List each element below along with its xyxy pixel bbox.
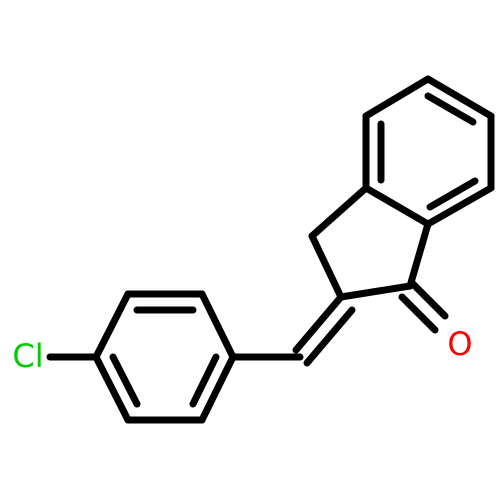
inner-bond-p4-p5 [109, 353, 141, 408]
bond-carbonyl-ring [406, 220, 432, 290]
inner-bond-p6-p1 [189, 353, 220, 408]
bond-cc-1 [292, 293, 345, 354]
chlorine-label: Cl [12, 337, 43, 375]
inner-bond-c3-c4 [426, 177, 479, 211]
bond-p1-p2 [198, 290, 237, 361]
bond-c4-c5 [362, 184, 432, 228]
chloro-substituent: Cl [12, 337, 100, 375]
bond-p6-p1 [198, 353, 237, 424]
bond-co-1 [408, 279, 449, 320]
inner-bond-c1-c2 [424, 92, 477, 126]
indanone-benzene-ring [362, 75, 495, 228]
bond-ring-ch2 [308, 184, 370, 240]
bond-co-2 [398, 293, 439, 334]
bond-p3-p4 [92, 290, 132, 361]
bond-c6-c1 [362, 75, 432, 120]
bond-c2-carbonyl [337, 282, 414, 301]
bond-ch2-c2 [308, 232, 345, 301]
exocyclic-double-bond [229, 293, 356, 367]
chlorophenyl-ring [92, 290, 237, 424]
oxygen-label: O [447, 325, 472, 363]
cyclopentanone-ring [308, 184, 432, 301]
carbonyl-group: O [398, 279, 473, 363]
bond-c1-c2 [424, 75, 495, 120]
bond-p4-p5 [92, 353, 132, 424]
bond-cc-2 [303, 306, 356, 367]
bond-c3-c4 [424, 184, 495, 228]
